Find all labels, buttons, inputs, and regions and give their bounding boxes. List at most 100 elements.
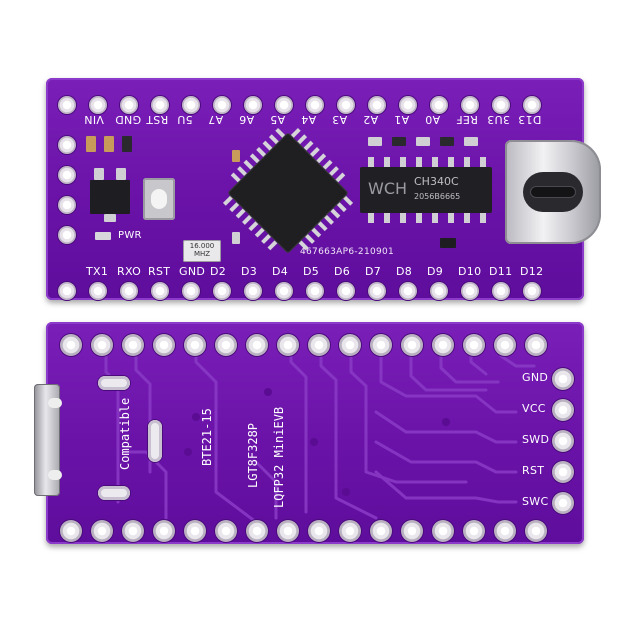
header-pad bbox=[184, 520, 206, 542]
pin-label-rst: RST bbox=[148, 265, 171, 278]
oval-pad bbox=[98, 376, 130, 390]
swd-label-vcc: VCC bbox=[522, 402, 546, 415]
pin-label-a7: A7 bbox=[208, 113, 224, 126]
reset-button-cap[interactable] bbox=[151, 189, 167, 209]
header-pad bbox=[89, 96, 107, 114]
ch340-legs-top bbox=[360, 157, 492, 167]
crystal-frequency: 16.000 bbox=[189, 242, 215, 250]
header-pad bbox=[275, 96, 293, 114]
silk-lqfp: LQFP32 MiniEVB bbox=[272, 406, 286, 508]
header-pad bbox=[492, 282, 510, 300]
header-pad bbox=[525, 520, 547, 542]
header-pad bbox=[525, 334, 547, 356]
header-pad bbox=[58, 96, 76, 114]
voltage-regulator bbox=[90, 180, 130, 214]
chip-code-text: 2056B6665 bbox=[414, 192, 461, 201]
header-pad bbox=[308, 334, 330, 356]
header-pad bbox=[277, 520, 299, 542]
header-pad bbox=[370, 334, 392, 356]
side-pad bbox=[58, 196, 76, 214]
diode bbox=[440, 238, 456, 248]
usb-c-tongue bbox=[531, 187, 575, 197]
crystal-unit: MHZ bbox=[193, 250, 211, 258]
header-pad bbox=[339, 520, 361, 542]
capacitor bbox=[232, 150, 240, 162]
swd-label-gnd: GND bbox=[522, 371, 549, 384]
silk-lgt: LGT8F328P bbox=[246, 422, 260, 488]
crystal-oscillator: 16.000 MHZ bbox=[183, 240, 221, 262]
header-pad bbox=[430, 96, 448, 114]
header-pad bbox=[244, 96, 262, 114]
header-pad bbox=[432, 334, 454, 356]
pin-label-d12: D12 bbox=[520, 265, 544, 278]
pin-label-a1: A1 bbox=[394, 113, 410, 126]
smd-component bbox=[416, 137, 430, 146]
pin-label-d11: D11 bbox=[489, 265, 513, 278]
header-pad bbox=[523, 96, 541, 114]
chip-logo-text: WCH bbox=[368, 179, 408, 198]
header-pad bbox=[244, 282, 262, 300]
pin-label-ref: REF bbox=[456, 113, 478, 126]
header-pad bbox=[461, 96, 479, 114]
header-pad bbox=[246, 334, 268, 356]
pin-label-gnd: GND bbox=[115, 113, 142, 126]
header-pad bbox=[153, 334, 175, 356]
header-pad bbox=[368, 96, 386, 114]
pin-label-tx1: TX1 bbox=[86, 265, 109, 278]
pin-label-vin: VIN bbox=[84, 113, 104, 126]
header-pad bbox=[306, 96, 324, 114]
pin-label-d9: D9 bbox=[427, 265, 444, 278]
header-pad bbox=[89, 282, 107, 300]
header-pad bbox=[122, 520, 144, 542]
header-pad bbox=[58, 282, 76, 300]
mcu-code-text: 467663AP6-210901 bbox=[300, 247, 395, 257]
header-pad bbox=[60, 520, 82, 542]
pin-label-a0: A0 bbox=[425, 113, 441, 126]
header-pad bbox=[120, 282, 138, 300]
header-pad bbox=[492, 96, 510, 114]
pin-label-a3: A3 bbox=[332, 113, 348, 126]
resistor bbox=[122, 136, 132, 152]
header-pad bbox=[399, 96, 417, 114]
pin-label-a2: A2 bbox=[363, 113, 379, 126]
header-pad bbox=[494, 520, 516, 542]
header-pad bbox=[399, 282, 417, 300]
swd-pad bbox=[552, 368, 574, 390]
pin-label-a4: A4 bbox=[301, 113, 317, 126]
smd-component bbox=[392, 137, 406, 146]
pin-label-d5: D5 bbox=[303, 265, 320, 278]
connector-tab bbox=[48, 398, 62, 408]
header-pad bbox=[91, 520, 113, 542]
header-pad bbox=[461, 282, 479, 300]
header-pad bbox=[215, 520, 237, 542]
regulator-leg bbox=[94, 168, 104, 180]
smd-component bbox=[464, 137, 478, 146]
header-pad bbox=[151, 96, 169, 114]
side-pad bbox=[58, 166, 76, 184]
chip-name-text: CH340C bbox=[414, 175, 459, 188]
header-pad bbox=[277, 334, 299, 356]
usb-c-connector[interactable] bbox=[505, 140, 601, 244]
capacitor bbox=[86, 136, 96, 152]
header-pad bbox=[401, 520, 423, 542]
capacitor bbox=[232, 232, 240, 244]
regulator-tab bbox=[104, 214, 116, 222]
header-pad bbox=[60, 334, 82, 356]
header-pad bbox=[337, 96, 355, 114]
swd-pad bbox=[552, 492, 574, 514]
reset-button[interactable] bbox=[143, 178, 175, 220]
usb-serial-chip: WCH CH340C 2056B6665 bbox=[360, 167, 492, 213]
header-pad bbox=[213, 282, 231, 300]
silk-compatible: Compatible bbox=[118, 397, 132, 470]
header-pad bbox=[122, 334, 144, 356]
pin-label-rxo: RXO bbox=[117, 265, 142, 278]
header-pad bbox=[401, 334, 423, 356]
header-pad bbox=[339, 334, 361, 356]
pin-label-d4: D4 bbox=[272, 265, 289, 278]
swd-label-rst: RST bbox=[522, 464, 545, 477]
header-pad bbox=[91, 334, 113, 356]
smd-component bbox=[440, 137, 454, 146]
header-pad bbox=[308, 520, 330, 542]
header-pad bbox=[306, 282, 324, 300]
ch340-legs-bottom bbox=[360, 213, 492, 223]
